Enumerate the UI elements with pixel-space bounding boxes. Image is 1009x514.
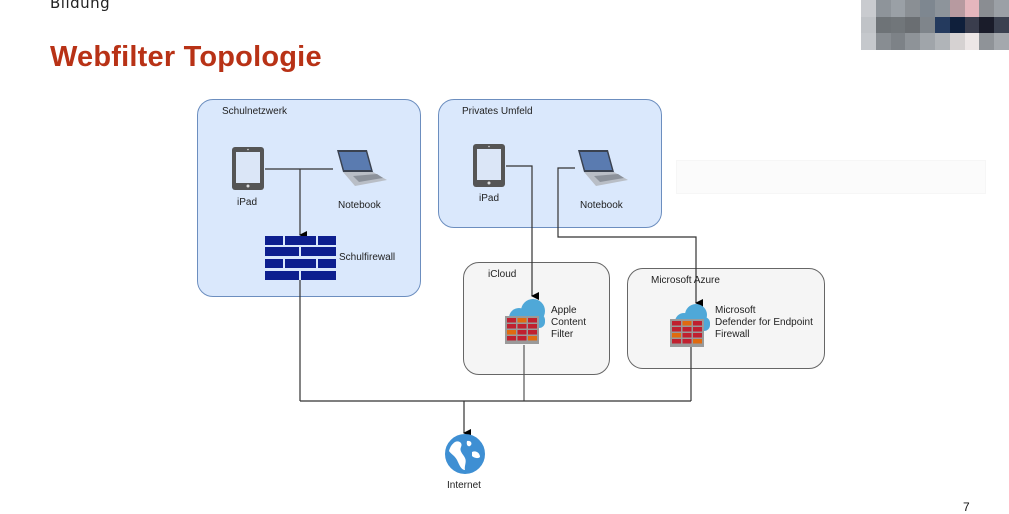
school-ipad-label: iPad — [237, 197, 258, 208]
globe-icon — [445, 434, 485, 474]
cloud-firewall-icon — [670, 304, 710, 347]
ipad-icon — [232, 147, 264, 190]
notebook-icon — [337, 150, 387, 186]
group-label-schulnetzwerk: Schulnetzwerk — [222, 106, 288, 117]
schulfirewall-label: Schulfirewall — [339, 252, 396, 263]
group-label-icloud: iCloud — [488, 269, 517, 280]
ipad-icon — [473, 144, 505, 187]
page-number: 7 — [963, 500, 970, 514]
cloud-firewall-icon — [505, 299, 545, 344]
private-notebook-label: Notebook — [580, 200, 623, 211]
apple-content-filter-label: Apple Content Filter — [551, 305, 587, 340]
slide-title: Webfilter Topologie — [50, 41, 322, 73]
webcam-thumbnail — [861, 0, 1009, 50]
notebook-icon — [578, 150, 628, 186]
schulfirewall-icon — [265, 236, 336, 280]
group-label-privates-umfeld: Privates Umfeld — [462, 106, 533, 117]
internet-label: Internet — [447, 480, 481, 491]
private-ipad-label: iPad — [479, 193, 500, 204]
ms-defender-label: Microsoft Defender for Endpoint Firewall — [715, 305, 813, 340]
group-label-microsoft-azure: Microsoft Azure — [651, 275, 720, 286]
section-label: Bildung — [50, 0, 111, 12]
faint-placeholder — [676, 160, 986, 194]
school-notebook-label: Notebook — [338, 200, 381, 211]
